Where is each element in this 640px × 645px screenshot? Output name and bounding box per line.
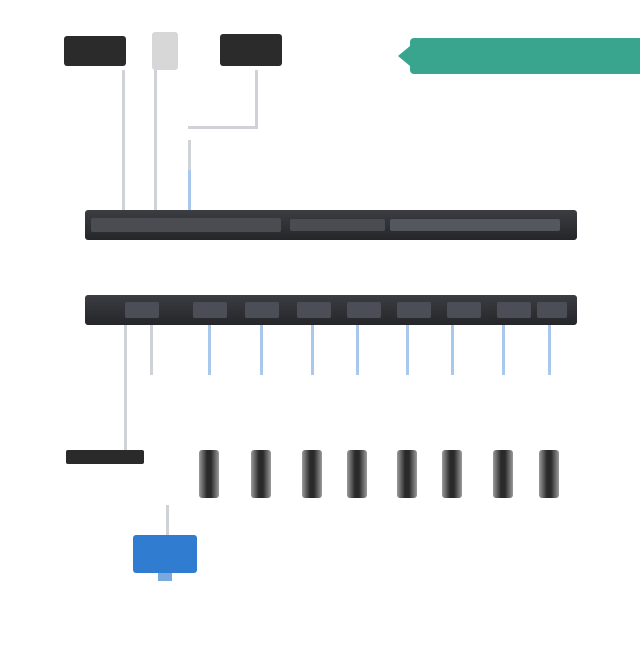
- output-cable: [502, 325, 505, 375]
- output-monitor: [442, 450, 462, 498]
- output-port: [497, 302, 531, 318]
- cable-console-1: [124, 325, 127, 450]
- cable-console-2: [150, 325, 153, 375]
- output-cable: [208, 325, 211, 375]
- output-port: [245, 302, 279, 318]
- output-cable: [548, 325, 551, 375]
- output-port: [297, 302, 331, 318]
- output-cable: [406, 325, 409, 375]
- cable-recorder-horizontal: [188, 126, 258, 129]
- output-monitor: [397, 450, 417, 498]
- cable-recorder-up: [255, 70, 258, 128]
- pc-monitor: [133, 535, 197, 573]
- output-monitor: [251, 450, 271, 498]
- feature-banner: [410, 38, 640, 74]
- output-cable: [311, 325, 314, 375]
- output-cable: [260, 325, 263, 375]
- output-port: [347, 302, 381, 318]
- usb-device: [152, 32, 178, 70]
- output-port: [537, 302, 567, 318]
- output-cable: [356, 325, 359, 375]
- output-cable: [451, 325, 454, 375]
- output-port: [447, 302, 481, 318]
- display-device: [64, 36, 126, 66]
- switch-top-panel: [85, 210, 577, 240]
- cable-to-pc: [166, 505, 169, 535]
- switch-top-section-left: [91, 218, 281, 232]
- switch-top-section-right: [390, 219, 560, 231]
- cable-recorder: [188, 140, 191, 170]
- recorder-device: [220, 34, 282, 66]
- cable-display: [122, 70, 125, 210]
- output-port: [397, 302, 431, 318]
- output-port: [125, 302, 159, 318]
- cable-recorder-blue: [188, 170, 191, 210]
- pc-stand: [158, 573, 172, 581]
- output-monitor: [539, 450, 559, 498]
- banner-arrow: [398, 46, 410, 66]
- keyboard: [66, 450, 144, 464]
- switch-top-section-mid: [290, 219, 385, 231]
- output-monitor: [199, 450, 219, 498]
- output-monitor: [493, 450, 513, 498]
- switch-bottom-panel: [85, 295, 577, 325]
- output-monitor: [302, 450, 322, 498]
- output-port: [193, 302, 227, 318]
- output-monitor: [347, 450, 367, 498]
- cable-usb: [154, 70, 157, 210]
